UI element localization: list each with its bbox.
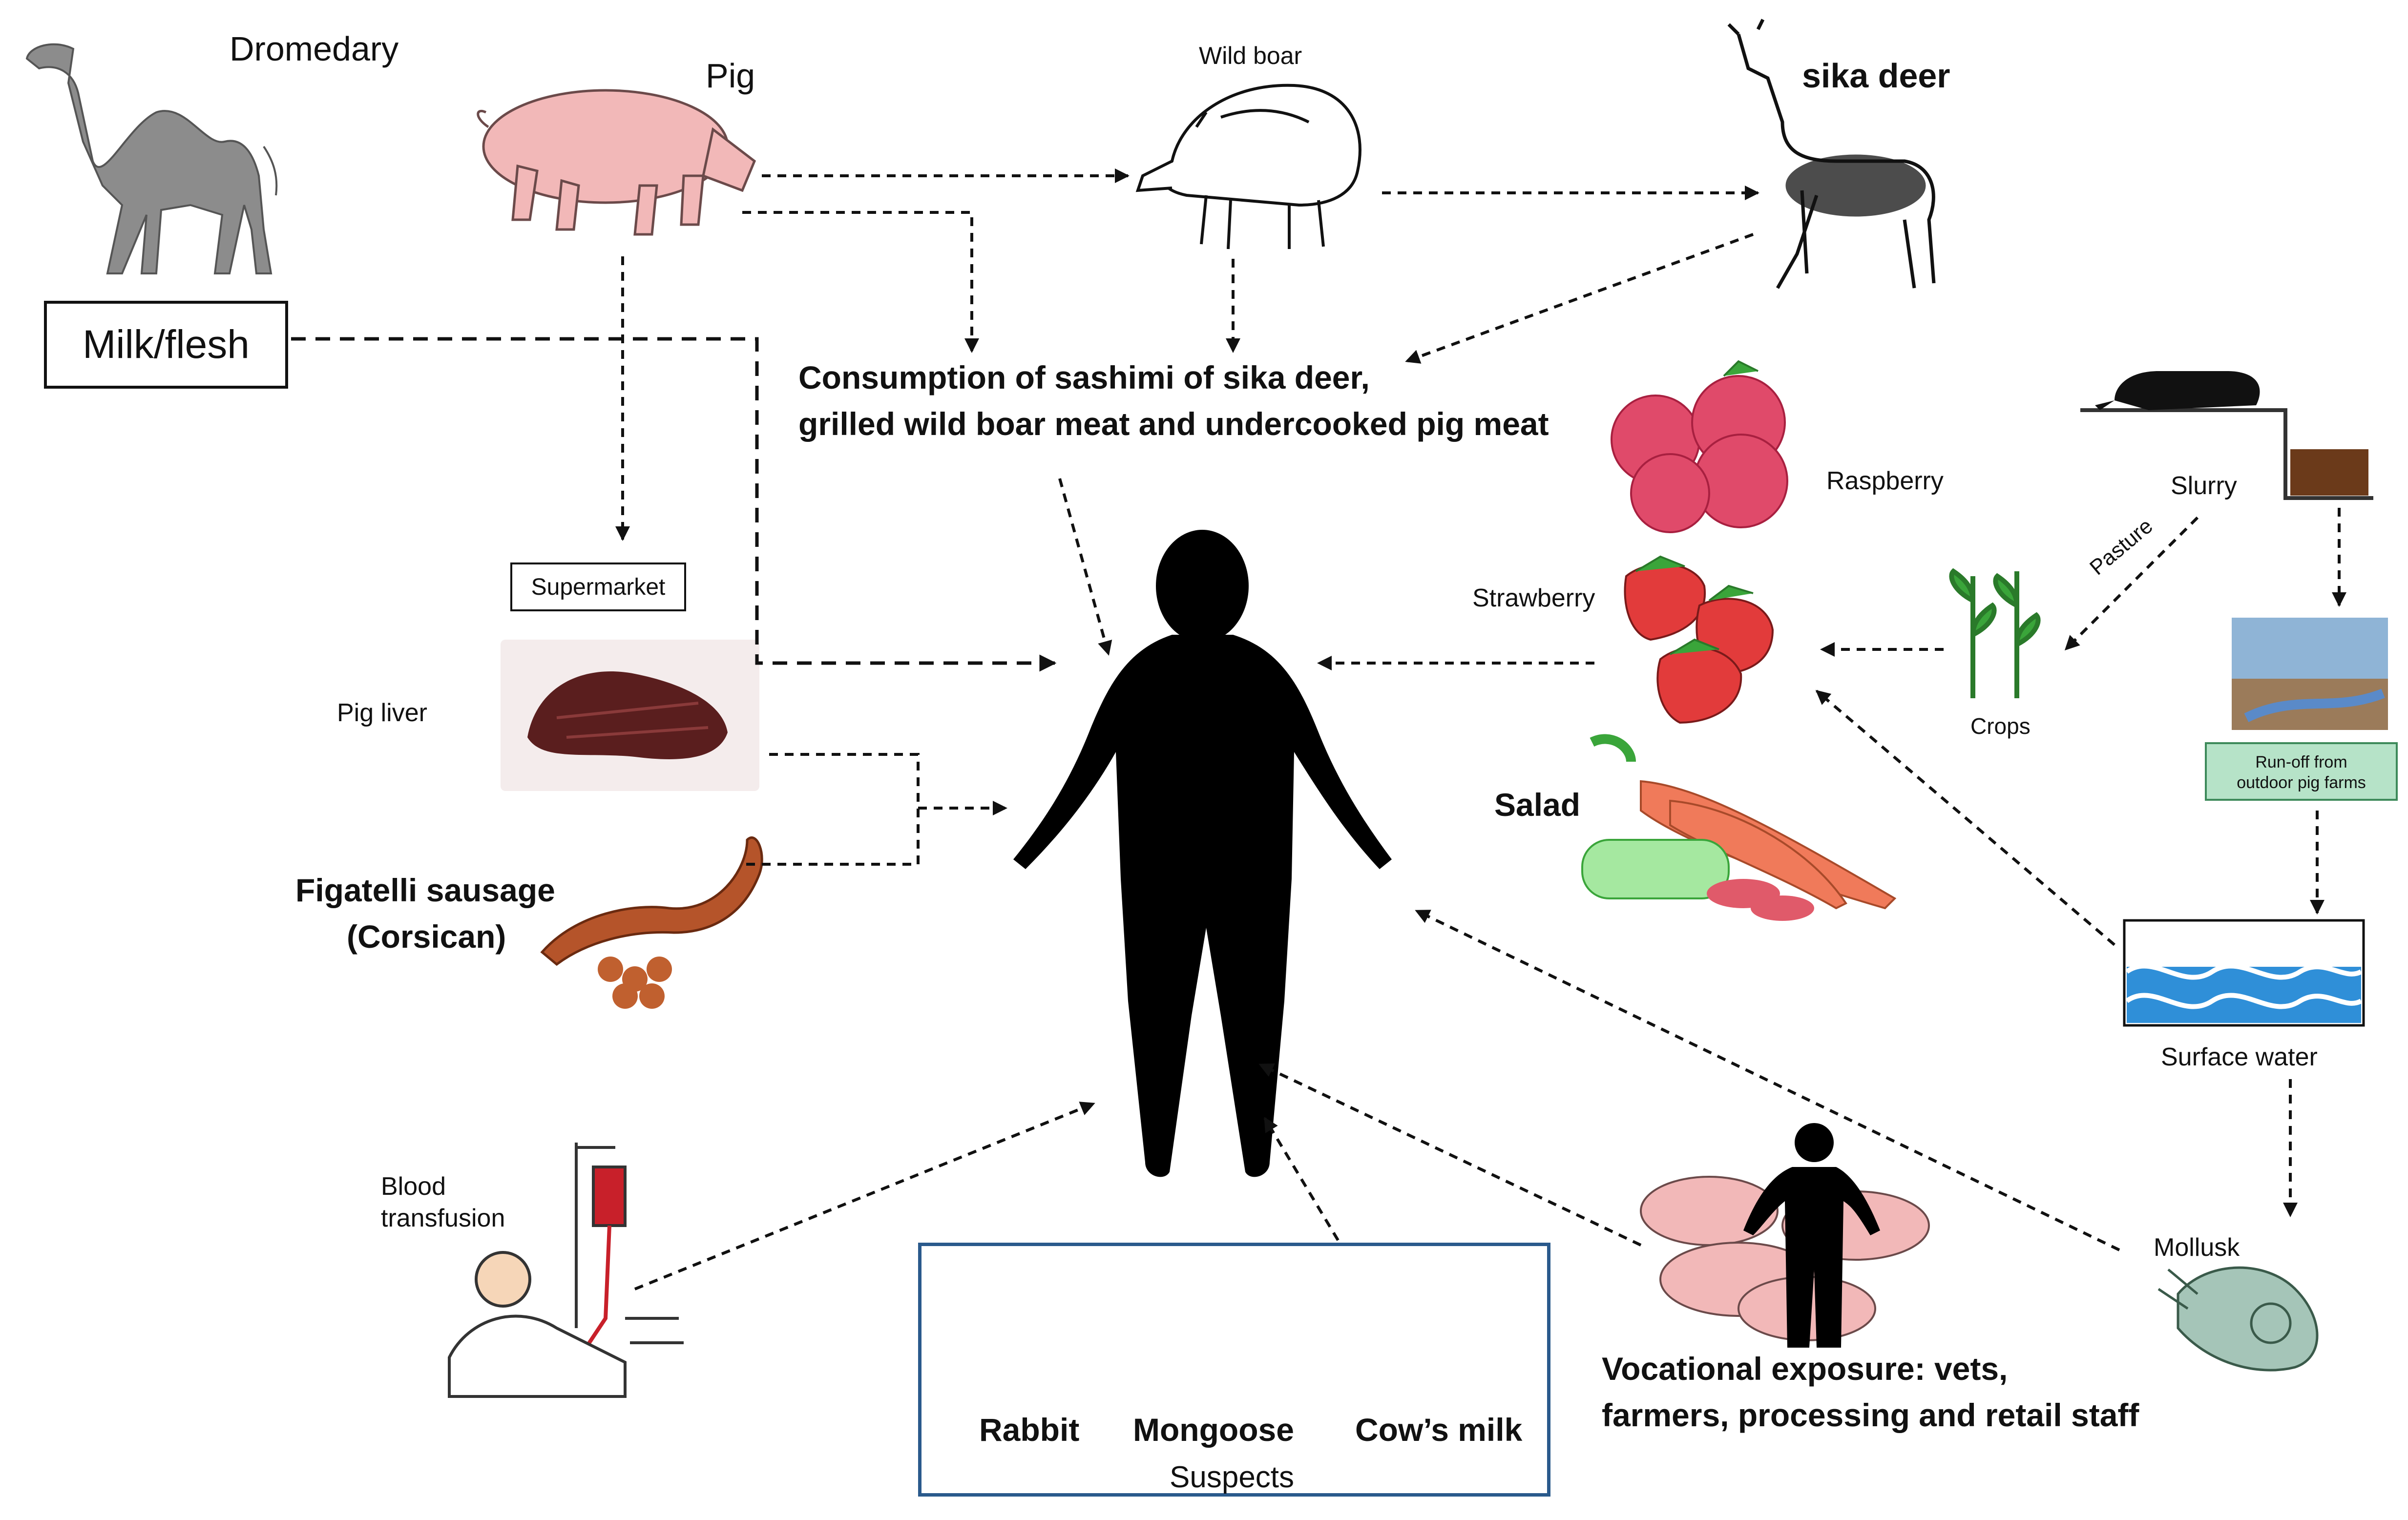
label-pig-liver: Pig liver — [337, 699, 427, 727]
vocational-pigs-icon — [1640, 1176, 1930, 1341]
label-dromedary: Dromedary — [230, 30, 399, 68]
label-figatelli-line1: Figatelli sausage — [295, 872, 555, 908]
arrow-liver-to-human — [742, 753, 920, 866]
label-salad: Salad — [1494, 787, 1581, 823]
blood-transfusion-icon — [448, 1143, 684, 1398]
label-rabbit: Rabbit — [979, 1412, 1080, 1448]
label-slurry: Slurry — [2171, 472, 2237, 500]
arrow-deer-to-consumption — [1405, 233, 1754, 364]
label-consumption-line2: grilled wild boar meat and undercooked p… — [798, 406, 1549, 442]
label-crops: Crops — [1970, 713, 2031, 739]
salad-icon — [1581, 734, 1897, 921]
pig-icon — [477, 89, 756, 236]
label-vocational-line1: Vocational exposure: vets, — [1602, 1351, 2008, 1387]
arrow-pig-to-consumption — [742, 211, 979, 353]
suspects-box — [918, 1243, 1550, 1497]
label-sika-deer: sika deer — [1802, 57, 1950, 95]
label-suspects: Suspects — [1170, 1460, 1295, 1494]
wild-boar-icon — [1135, 83, 1361, 250]
figatelli-sausage-icon — [540, 836, 763, 1009]
label-consumption-line1: Consumption of sashimi of sika deer, — [798, 359, 1370, 396]
label-raspberry: Raspberry — [1826, 467, 1944, 495]
dromedary-icon — [25, 43, 278, 274]
arrow-mollusk-to-human — [1415, 909, 2120, 1251]
crops-icon — [1949, 568, 2041, 698]
surface-water-icon — [2123, 919, 2365, 1027]
label-runoff-line2: outdoor pig farms — [2237, 773, 2366, 792]
mollusk-icon — [2157, 1266, 2319, 1372]
label-vocational-line2: farmers, processing and retail staff — [1602, 1397, 2139, 1433]
supermarket-box: Supermarket — [510, 562, 686, 611]
slurry-icon — [2080, 371, 2373, 500]
pig-liver-icon — [501, 640, 759, 791]
sika-deer-icon — [1727, 19, 1936, 289]
label-cows-milk: Cow’s milk — [1355, 1412, 1523, 1448]
arrows — [291, 168, 2346, 1291]
label-wild-boar: Wild boar — [1199, 42, 1302, 69]
label-runoff-line1: Run-off from — [2255, 753, 2347, 771]
strawberry-icon — [1624, 555, 1774, 724]
arrow-water-to-strawberry — [1815, 689, 2115, 946]
arrow-milk-to-human — [291, 337, 1057, 672]
label-mollusk: Mollusk — [2154, 1233, 2240, 1262]
label-blood-line2: transfusion — [381, 1204, 505, 1232]
label-strawberry: Strawberry — [1472, 584, 1595, 612]
milk-flesh-box: Milk/flesh — [44, 301, 288, 389]
label-surface-water: Surface water — [2161, 1043, 2318, 1071]
label-milk-flesh: Milk/flesh — [83, 322, 250, 367]
human-silhouette — [1013, 530, 1392, 1177]
runoff-photo — [2232, 618, 2388, 730]
raspberry-icon — [1611, 360, 1788, 533]
label-supermarket: Supermarket — [531, 574, 666, 600]
arrow-suspects-to-human — [1263, 1117, 1340, 1241]
runoff-box: Run-off from outdoor pig farms — [2205, 742, 2398, 801]
label-pig: Pig — [706, 57, 755, 95]
worker-silhouette — [1743, 1123, 1880, 1348]
label-blood-line1: Blood — [381, 1172, 446, 1201]
arrow-vocational-to-human — [1258, 1063, 1642, 1247]
arrow-transfusion-to-human — [634, 1102, 1095, 1291]
label-mongoose: Mongoose — [1133, 1412, 1294, 1448]
label-figatelli-line2: (Corsican) — [347, 918, 506, 955]
arrow-consumption-to-human — [1058, 478, 1112, 656]
